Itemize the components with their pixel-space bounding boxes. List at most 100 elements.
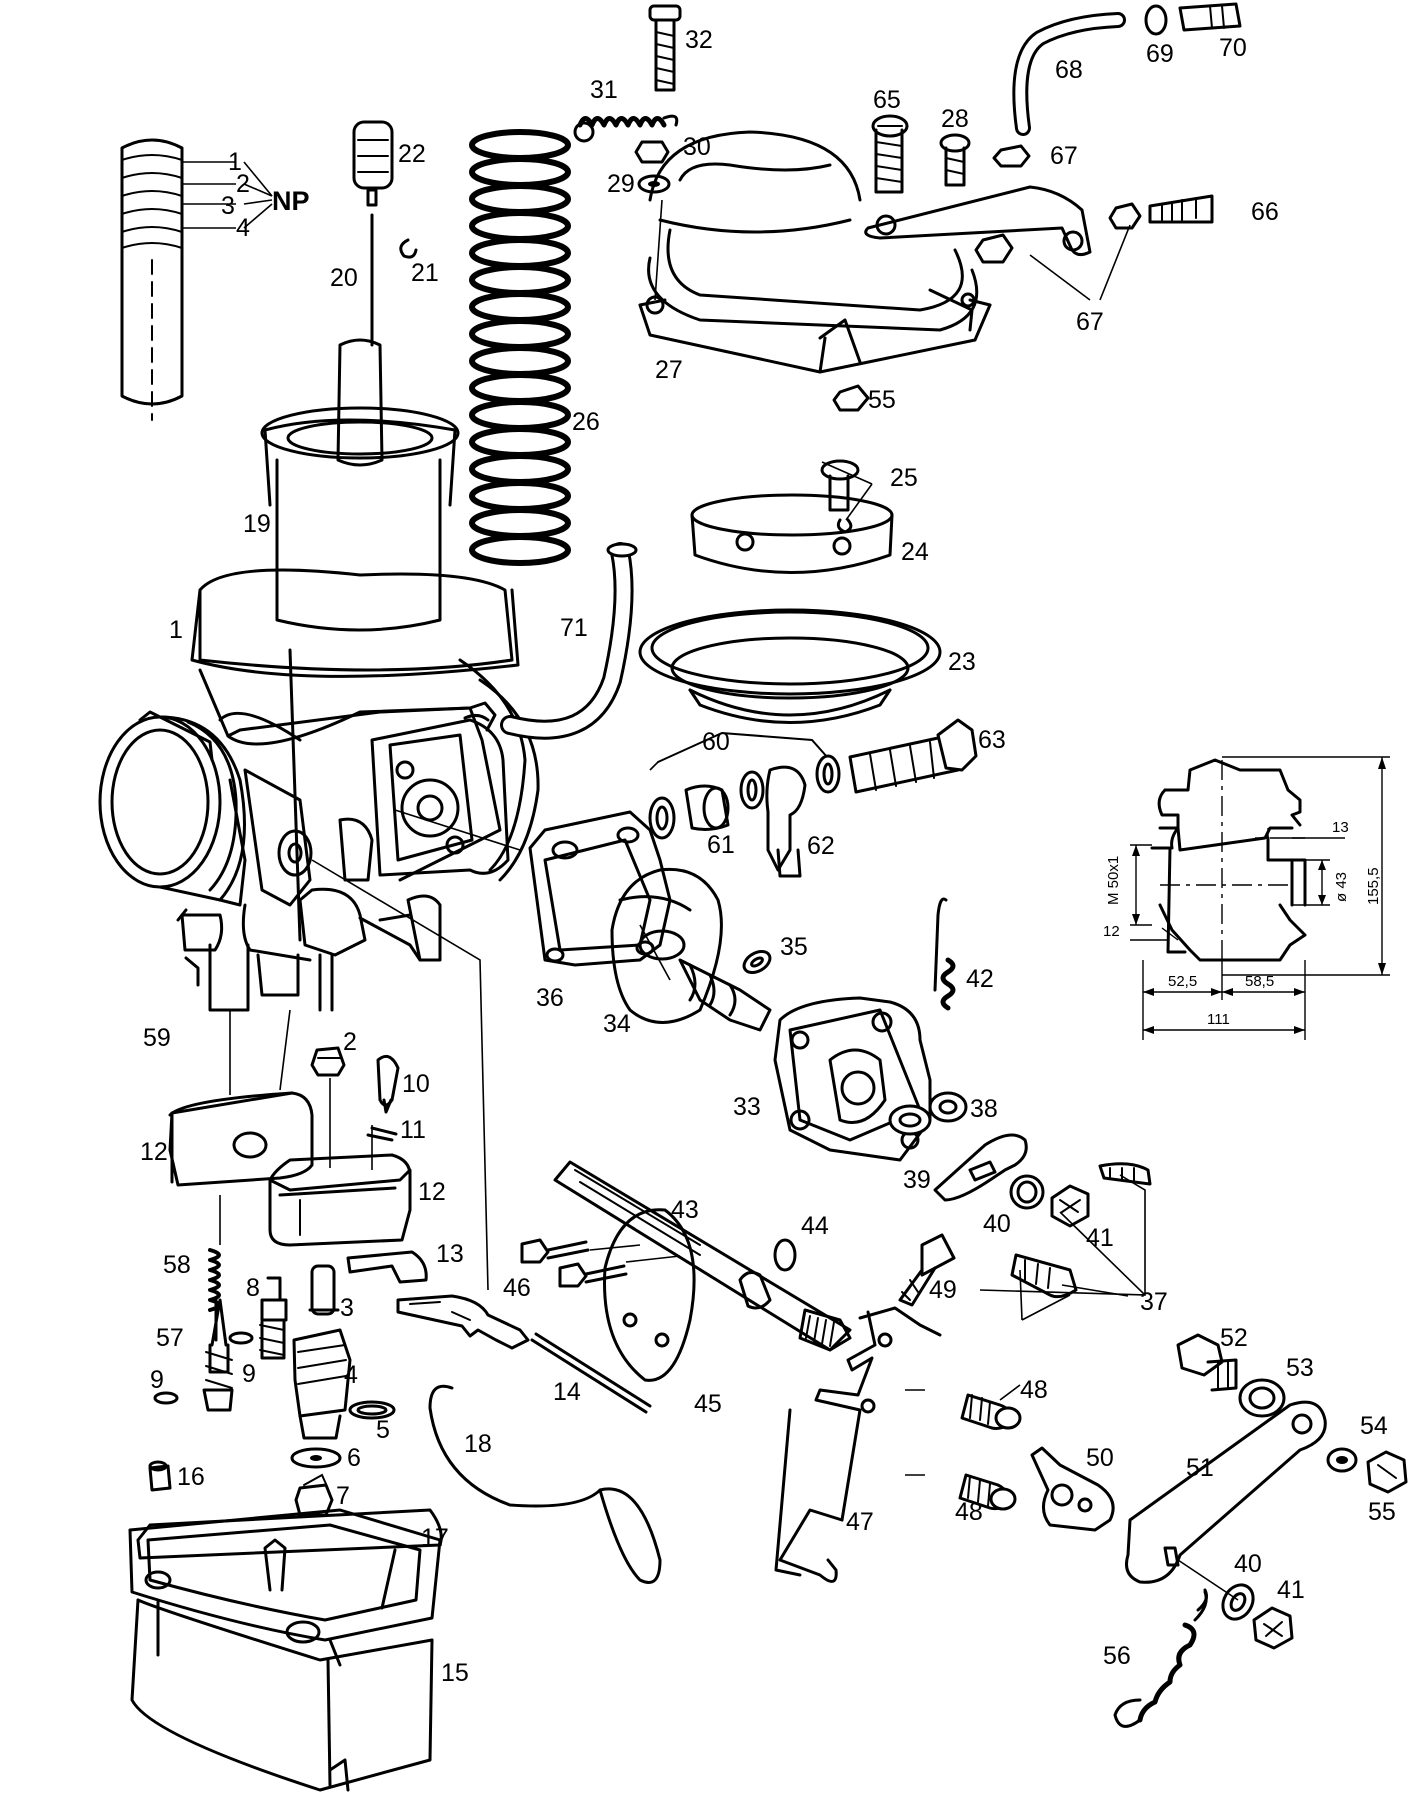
label-part-38: 38 [970,1095,998,1123]
vent-tube-71 [500,542,638,740]
dim-top-offset: 13 [1332,819,1349,836]
label-part-35: 35 [780,933,808,961]
label-part-13: 13 [436,1240,464,1268]
label-part-19: 19 [243,510,271,538]
label-part-50: 50 [1086,1444,1114,1472]
label-part-3: 3 [340,1294,354,1322]
label-part-24: 24 [901,538,929,566]
label-part-37: 37 [1140,1288,1168,1316]
leader-lines [219,199,1239,1601]
label-part-20: 20 [330,264,358,292]
label-part-29: 29 [607,170,635,198]
label-part-8: 8 [246,1274,260,1302]
banjo-fitting [648,718,978,878]
label-part-4: 4 [344,1361,358,1389]
label-part-48b: 48 [955,1498,983,1526]
needle-notch-2: 2 [236,170,250,198]
lever-51-group [1113,1333,1408,1728]
label-part-55b: 55 [1368,1498,1396,1526]
label-part-45: 45 [694,1390,722,1418]
label-part-60: 60 [702,728,730,756]
label-part-40a: 40 [983,1210,1011,1238]
dim-bore: ø 43 [1333,872,1350,902]
label-part-39: 39 [903,1166,931,1194]
label-part-56: 56 [1103,1642,1131,1670]
label-part-2: 2 [343,1028,357,1056]
needle-notch-4: 4 [236,214,250,242]
label-part-51: 51 [1186,1454,1214,1482]
label-part-9b: 9 [242,1360,256,1388]
needle-and-clip [352,120,418,347]
throttle-shaft-43 [520,1160,852,1382]
screw-32-spring-31 [573,4,682,194]
label-part-10: 10 [402,1070,430,1098]
label-part-7: 7 [336,1482,350,1510]
label-part-5: 5 [376,1416,390,1444]
label-part-23: 23 [948,648,976,676]
label-part-70: 70 [1219,34,1247,62]
linkage-65-66-67-68 [832,2,1242,412]
label-part-1: 1 [169,616,183,644]
label-part-36: 36 [536,984,564,1012]
label-part-14: 14 [553,1378,581,1406]
label-part-62: 62 [807,832,835,860]
needle-detail: 1 2 3 4 NP [120,138,310,421]
dimension-detail: M 50x1 ø 43 155,5 13 12 52,5 58,5 111 [1103,756,1390,1040]
label-part-26: 26 [572,408,600,436]
label-part-71: 71 [560,614,588,642]
label-part-58: 58 [163,1251,191,1279]
label-part-59: 59 [143,1024,171,1052]
label-part-49: 49 [929,1276,957,1304]
label-part-15: 15 [441,1659,469,1687]
label-part-69: 69 [1146,40,1174,68]
label-part-48a: 48 [1020,1376,1048,1404]
label-part-25: 25 [890,464,918,492]
label-part-12a: 12 [140,1138,168,1166]
label-part-57: 57 [156,1324,184,1352]
dim-left-offset: 12 [1103,923,1120,940]
label-part-47: 47 [846,1508,874,1536]
label-part-16: 16 [177,1463,205,1491]
wire-18 [428,1384,662,1584]
dim-right-width: 58,5 [1245,973,1274,990]
float-bowl-15 [128,1508,443,1792]
label-part-66: 66 [1251,198,1279,226]
spring-42 [933,897,956,1011]
label-part-17: 17 [421,1524,449,1552]
label-part-33: 33 [733,1093,761,1121]
throttle-lever-47 [774,1233,1115,1583]
label-part-12b: 12 [418,1178,446,1206]
label-part-44: 44 [801,1212,829,1240]
label-part-65: 65 [873,86,901,114]
choke-housing-33 [773,996,1152,1299]
label-part-32: 32 [685,26,713,54]
dim-height: 155,5 [1365,867,1382,905]
gasket-36-shaft-34 [528,810,772,1032]
dim-thread: M 50x1 [1105,856,1122,905]
label-part-31: 31 [590,76,618,104]
part-labels: 1 2 3 4 5 6 7 8 9 9 10 11 12 12 13 14 15… [140,26,1396,1687]
needle-position-label: NP [272,186,310,216]
label-part-40b: 40 [1234,1550,1262,1578]
label-part-41b: 41 [1277,1576,1305,1604]
label-part-68: 68 [1055,56,1083,84]
label-part-54: 54 [1360,1412,1388,1440]
dim-total-width: 111 [1207,1011,1230,1028]
label-part-43: 43 [671,1196,699,1224]
label-part-6: 6 [347,1444,361,1472]
label-part-55a: 55 [868,386,896,414]
label-part-28: 28 [941,105,969,133]
diaphragm-cap-24-25 [690,459,894,574]
label-part-27: 27 [655,356,683,384]
spring-26 [469,129,571,566]
needle-notch-3: 3 [221,192,235,220]
bracket-13-pin-14 [346,1250,652,1414]
label-part-63: 63 [978,726,1006,754]
label-part-21: 21 [411,259,439,287]
label-part-67a: 67 [1050,142,1078,170]
label-part-18: 18 [464,1430,492,1458]
diaphragm-23 [638,608,942,724]
float-bowl-parts [148,1046,412,1517]
label-part-42: 42 [966,965,994,993]
